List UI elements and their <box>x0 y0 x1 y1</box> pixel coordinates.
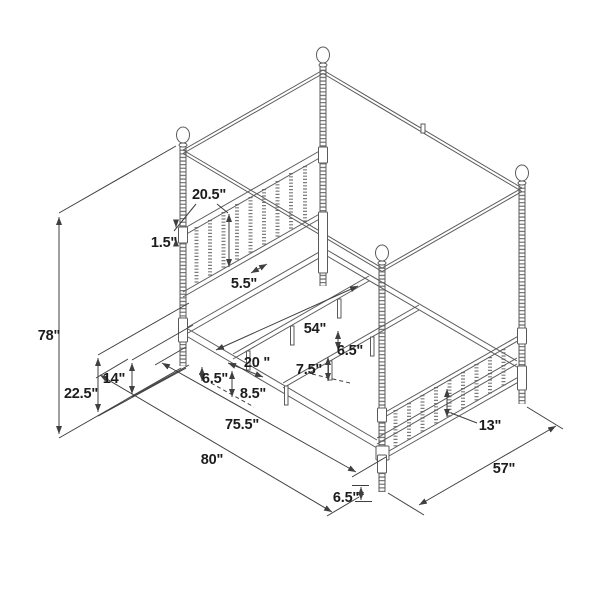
headboard-spindles <box>194 166 307 284</box>
canopy-frame <box>182 69 523 272</box>
dim-label-frame-top-height: 22.5" <box>64 386 98 402</box>
canopy-bracket <box>420 123 426 134</box>
dim-label-leg-height-left: 6.5" <box>202 371 228 387</box>
dim-label-post-foot-height: 6.5" <box>333 490 359 506</box>
dim-label-slat-rail-spacing: 20 " <box>244 355 270 371</box>
dim-label-headboard-spindle: 20.5" <box>192 187 226 203</box>
dim-label-rail-height: 14" <box>103 371 125 387</box>
post-finials <box>176 46 529 266</box>
dim-label-side-rail-length: 75.5" <box>225 417 259 433</box>
headboard <box>182 148 324 298</box>
post-bead-texture <box>180 66 525 492</box>
dimension-lines <box>56 145 564 517</box>
dim-label-side-rail-clearance: 8.5" <box>240 386 266 402</box>
dim-label-center-leg-clearance: 7.5" <box>296 362 322 378</box>
dim-label-overall-width: 57" <box>493 461 515 477</box>
dimension-labels: 78" 22.5" 14" 20.5" 1.5" 5.5" 54" 20 " 6… <box>38 187 516 506</box>
dim-label-spindle-spacing: 5.5" <box>231 276 257 292</box>
dim-label-rail-thickness: 1.5" <box>151 235 177 251</box>
dim-label-center-leg-height: 6.5" <box>337 343 363 359</box>
dim-label-footboard-spindle: 13" <box>479 418 501 434</box>
dim-label-overall-length: 80" <box>201 452 223 468</box>
post-sleeves <box>178 146 527 474</box>
footboard <box>381 333 523 461</box>
dim-label-slat-rail-length: 54" <box>304 321 326 337</box>
dim-label-overall-height: 78" <box>38 328 60 344</box>
